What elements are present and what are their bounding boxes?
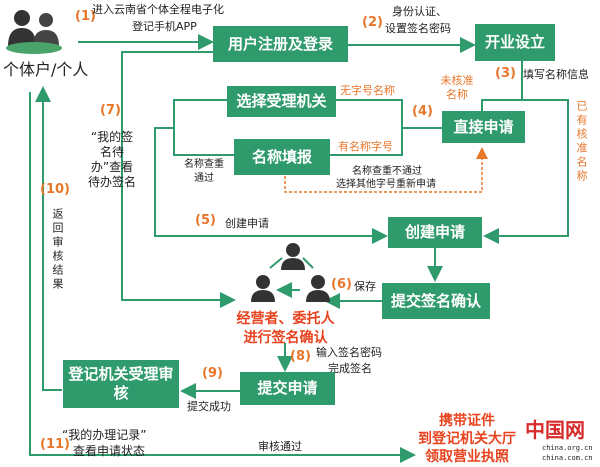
step-1-line1: 进入云南省个体全程电子化 bbox=[92, 3, 224, 16]
step-9-text: 提交成功 bbox=[187, 400, 231, 413]
step-2-line2: 设置签名密码 bbox=[385, 22, 451, 35]
step-5-number: (5) bbox=[195, 213, 216, 228]
step-8-line1: 输入签名密码 bbox=[316, 346, 382, 359]
step-2-number: (2) bbox=[362, 15, 383, 30]
register-login-box[interactable]: 用户注册及登录 bbox=[213, 26, 348, 62]
step-4-number: (4) bbox=[412, 104, 433, 119]
approved-name-label: 已有核准名称 bbox=[575, 100, 588, 184]
name-check-fail-line1: 名称查重不通过 bbox=[352, 166, 422, 177]
name-check-pass-label: 名称查重通过 bbox=[184, 159, 224, 184]
step-1-number: (1) bbox=[75, 9, 96, 24]
step-7-text: “我的签名待办”查看待办签名 bbox=[87, 130, 136, 189]
step-8-number: (8) bbox=[290, 349, 311, 364]
step-11-line1: “我的办理记录” bbox=[62, 428, 147, 442]
china-net-logo: 中国网 bbox=[525, 418, 585, 442]
submit-signature-box[interactable]: 提交签名确认 bbox=[382, 283, 490, 319]
name-check-fail-line2: 选择其他字号重新申请 bbox=[336, 179, 436, 190]
signers-line2: 进行签名确认 bbox=[243, 330, 328, 346]
step-6-number: (6) bbox=[331, 277, 352, 292]
final-line1: 携带证件 bbox=[439, 413, 495, 429]
direct-apply-box[interactable]: 直接申请 bbox=[442, 111, 525, 143]
logo-domain1: china.org.cn bbox=[542, 444, 593, 452]
final-line2: 到登记机关大厅 bbox=[418, 431, 516, 447]
logo-domain2: china.com.cn bbox=[542, 454, 593, 462]
step-2-line1: 身份认证、 bbox=[392, 5, 447, 18]
no-brand-label: 无字号名称 bbox=[340, 84, 395, 97]
step-5-text: 创建申请 bbox=[225, 217, 269, 230]
signers-line1: 经营者、委托人 bbox=[236, 311, 335, 327]
step-11-line2: 查看申请状态 bbox=[73, 444, 146, 458]
create-apply-box[interactable]: 创建申请 bbox=[388, 217, 482, 248]
actor-label: 个体户/个人 bbox=[3, 60, 89, 79]
has-brand-label: 有名称字号 bbox=[338, 140, 393, 153]
submit-apply-box[interactable]: 提交申请 bbox=[240, 372, 335, 405]
step-3-number: (3) bbox=[495, 66, 516, 81]
step-3-text: 填写名称信息 bbox=[523, 68, 589, 81]
name-report-box[interactable]: 名称填报 bbox=[234, 139, 330, 175]
step-11-number: (11) bbox=[40, 437, 70, 452]
step-8-line2: 完成签名 bbox=[328, 362, 372, 375]
review-pass-label: 审核通过 bbox=[258, 440, 302, 453]
registry-review-box[interactable]: 登记机关受理审核 bbox=[63, 360, 179, 408]
step-10-number: (10) bbox=[40, 182, 70, 197]
step-10-text: 返回审核结果 bbox=[51, 208, 64, 292]
unapproved-name-label: 未核准名称 bbox=[440, 74, 474, 101]
select-agency-box[interactable]: 选择受理机关 bbox=[227, 86, 336, 117]
step-7-number: (7) bbox=[100, 103, 121, 118]
business-setup-box[interactable]: 开业设立 bbox=[475, 24, 555, 61]
step-9-number: (9) bbox=[202, 366, 223, 381]
final-line3: 领取营业执照 bbox=[425, 449, 509, 465]
person-icons bbox=[6, 10, 330, 302]
step-6-text: 保存 bbox=[354, 280, 376, 293]
step-1-line2: 登记手机APP bbox=[132, 20, 197, 33]
